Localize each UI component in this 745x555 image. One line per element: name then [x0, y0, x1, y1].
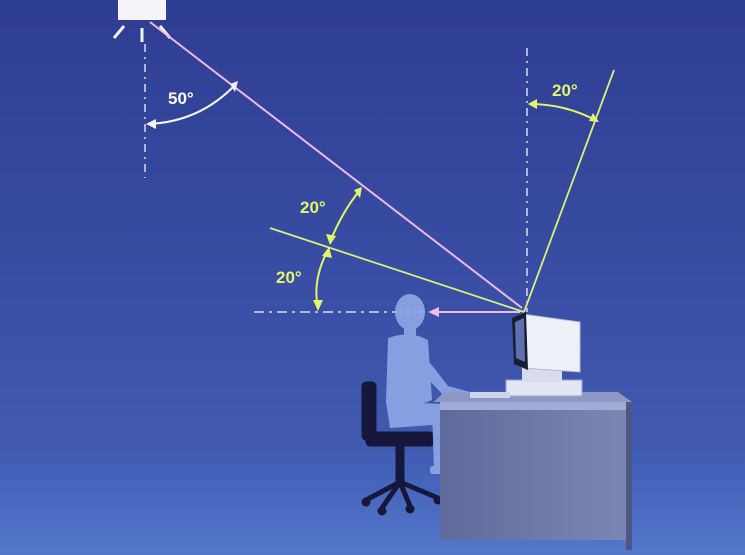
upper-angle-label: 20° — [300, 198, 326, 217]
arc-50-arrowhead-left — [146, 119, 156, 129]
arc-tilt-arrowhead-right — [589, 113, 599, 122]
arc-upper-arrowhead-bottom — [326, 234, 336, 245]
screen-tilt-angle-label: 20° — [552, 81, 578, 100]
ceiling-angle-label: 50° — [168, 89, 194, 108]
lower-angle-label: 20° — [276, 268, 302, 287]
upper-sight-line — [269, 227, 525, 313]
floor — [0, 452, 745, 555]
arc-tilt-arrowhead-left — [528, 99, 537, 109]
screen-tilt-line — [523, 69, 615, 313]
ceiling-lamp-icon — [112, 0, 172, 42]
sight-arrowhead — [428, 307, 439, 317]
arc-50-arrowhead-right — [230, 81, 238, 92]
arc-lower-arrowhead-bottom — [313, 300, 323, 311]
arc-50 — [147, 83, 237, 125]
computer-monitor-icon — [470, 312, 583, 398]
seated-person-icon — [386, 294, 470, 474]
office-chair-icon — [361, 381, 443, 516]
desk-icon — [434, 392, 632, 550]
light-ray — [149, 21, 523, 309]
arc-upper-arrowhead-top — [354, 187, 362, 198]
arc-lower-arrowhead-top — [322, 247, 332, 258]
